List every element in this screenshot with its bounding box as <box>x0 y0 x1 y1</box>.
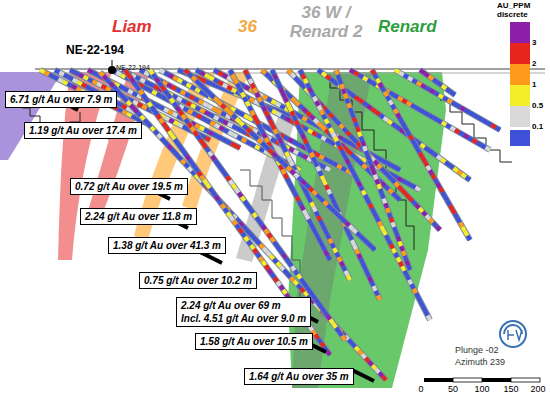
assay-callout: 1.38 g/t Au over 41.3 m <box>108 237 226 254</box>
scale-number: 0 <box>418 385 423 395</box>
legend-swatch <box>510 130 530 146</box>
hole-name: NE-22-194 <box>66 44 124 57</box>
view-note: Azimuth 239 <box>455 358 505 368</box>
assay-text: 1.19 g/t Au over 17.4 m <box>29 124 137 137</box>
company-logo <box>500 321 526 347</box>
assay-text: 0.72 g/t Au over 19.5 m <box>75 180 183 193</box>
assay-callout: 1.19 g/t Au over 17.4 m <box>24 122 142 139</box>
assay-text: 1.64 g/t Au over 35 m <box>249 370 349 383</box>
assay-callout: 2.24 g/t Au over 11.8 m <box>80 208 197 225</box>
legend-value: 1 <box>532 80 536 89</box>
assay-text: 1.58 g/t Au over 10.5 m <box>200 335 308 348</box>
assay-callout: 0.72 g/t Au over 19.5 m <box>70 178 188 195</box>
legend-swatch <box>510 43 530 64</box>
zone-name: Renard <box>378 18 437 37</box>
scale-number: 200 <box>530 385 545 395</box>
assay-callout: 0.75 g/t Au over 10.2 m <box>139 272 257 289</box>
legend-value: 0.1 <box>532 122 543 131</box>
assay-callout: 2.24 g/t Au over 69 mIncl. 4.51 g/t Au o… <box>176 297 311 327</box>
scale-number: 50 <box>448 385 458 395</box>
scale-number: 100 <box>474 385 489 395</box>
zone-name: 36 W / Renard 2 <box>280 4 372 41</box>
assay-text: 2.24 g/t Au over 11.8 m <box>85 210 192 223</box>
legend-swatch <box>510 22 530 43</box>
hole-tag: NE-22-194 <box>116 64 150 72</box>
assay-callout: 1.64 g/t Au over 35 m <box>244 368 354 385</box>
legend-swatch <box>510 106 530 127</box>
zone-name: Liam <box>112 18 152 37</box>
legend-swatch <box>510 64 530 85</box>
view-note: Plunge -02 <box>455 346 499 356</box>
legend-value: 2 <box>532 59 536 68</box>
scale-bar <box>424 378 540 382</box>
assay-text: Incl. 4.51 g/t Au over 9.0 m <box>181 312 306 325</box>
legend-value: 0.5 <box>532 101 543 110</box>
legend-swatch <box>510 85 530 106</box>
assay-text: 6.71 g/t Au over 7.9 m <box>10 93 112 106</box>
assay-text: 1.38 g/t Au over 41.3 m <box>113 239 221 252</box>
legend-title: AU_PPM discrete <box>497 2 547 20</box>
assay-callout: 1.58 g/t Au over 10.5 m <box>195 333 313 350</box>
assay-text: 2.24 g/t Au over 69 m <box>181 299 306 312</box>
assay-text: 0.75 g/t Au over 10.2 m <box>144 274 252 287</box>
assay-callout: 6.71 g/t Au over 7.9 m <box>5 91 117 108</box>
legend-value: 3 <box>532 38 536 47</box>
scale-number: 150 <box>503 385 518 395</box>
zone-name: 36 <box>238 18 257 37</box>
